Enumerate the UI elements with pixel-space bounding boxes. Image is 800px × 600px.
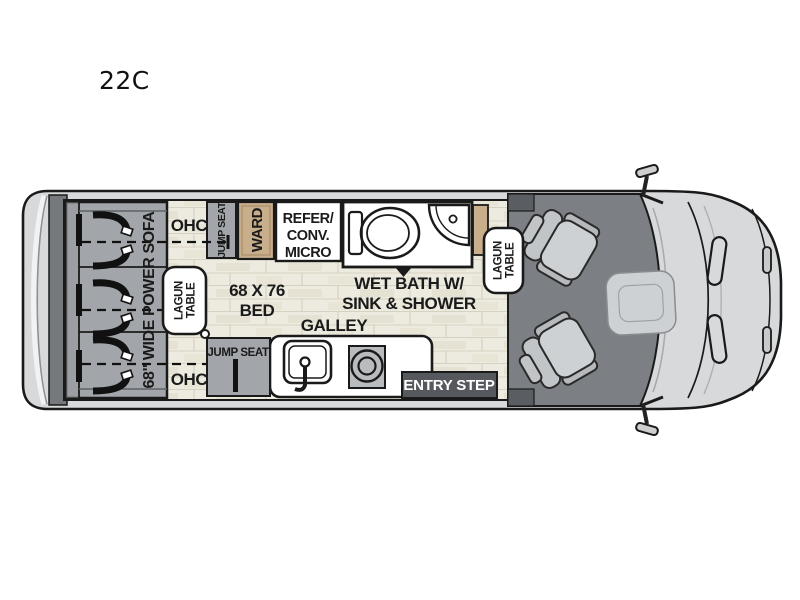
refer-label-line1: REFER/ bbox=[283, 211, 334, 227]
bumper-crease bbox=[751, 208, 771, 392]
toilet-icon bbox=[347, 206, 421, 260]
jump-seat-bottom-box bbox=[206, 337, 271, 397]
side-mirror-top bbox=[635, 163, 659, 197]
grille-slot-top bbox=[762, 246, 772, 274]
ohc-bottom-label: OHC bbox=[171, 370, 208, 389]
cab-corner-box-top bbox=[507, 193, 535, 212]
hood-crease-1 bbox=[687, 201, 710, 399]
wardrobe-box bbox=[236, 200, 276, 261]
wet-bath-label-line1: WET BATH W/ bbox=[354, 274, 464, 293]
refer-label-line3: MICRO bbox=[285, 245, 331, 261]
cab-seat-bottom bbox=[518, 311, 599, 389]
bed-label-line1: 68 X 76 bbox=[229, 281, 285, 300]
floorplan-model-title: 22C bbox=[99, 66, 150, 95]
seatbelt-icon-3 bbox=[92, 336, 134, 395]
bed-label-line2: BED bbox=[240, 301, 275, 320]
refer-label-line2: CONV. bbox=[287, 228, 330, 244]
rear-cap-line bbox=[36, 195, 48, 405]
wet-bath-label-line2: SINK & SHOWER bbox=[342, 294, 476, 313]
power-sofa bbox=[64, 200, 169, 400]
wardrobe-label: WARD bbox=[249, 207, 266, 252]
corner-shower-icon bbox=[427, 203, 471, 247]
belt-anchor-3 bbox=[76, 350, 82, 382]
galley-counter bbox=[268, 334, 434, 399]
lagun-left-label-line1: LAGUN bbox=[174, 281, 186, 320]
headlight-bottom bbox=[706, 314, 728, 364]
lagun-left-label-line2: TABLE bbox=[186, 282, 198, 318]
seatbelt-icon-1 bbox=[92, 211, 134, 270]
jump-seat-top-box bbox=[206, 201, 237, 259]
belt-anchor-2 bbox=[76, 284, 82, 316]
lagun-table-left bbox=[161, 265, 210, 339]
dash-console bbox=[605, 270, 677, 336]
lagun-right-label-line2: TABLE bbox=[505, 242, 517, 278]
seatbelt-icon-2 bbox=[92, 279, 134, 338]
ohc-top-label: OHC bbox=[171, 216, 208, 235]
galley-label: GALLEY bbox=[301, 316, 369, 335]
entry-step-label: ENTRY STEP bbox=[403, 377, 495, 394]
cab-corner-box-bottom bbox=[507, 388, 535, 407]
cab-seat-top bbox=[520, 209, 601, 287]
wet-bath bbox=[341, 200, 474, 277]
jump-seat-top-label: JUMP SEAT bbox=[216, 201, 228, 258]
cab-area bbox=[507, 163, 772, 437]
jump-seat-bottom-label: JUMP SEAT bbox=[207, 347, 269, 359]
refrigerator-microwave-box bbox=[274, 200, 343, 263]
lagun-right-label-line1: LAGUN bbox=[493, 241, 505, 280]
sofa-label: 68" WIDE POWER SOFA bbox=[141, 211, 158, 389]
cooktop-icon bbox=[348, 345, 386, 389]
hood-crease-2 bbox=[703, 205, 722, 395]
belt-anchor-1 bbox=[76, 214, 82, 246]
entry-step bbox=[401, 371, 498, 399]
lagun-table-right bbox=[482, 226, 525, 295]
headlight-top bbox=[706, 236, 728, 286]
sink-icon bbox=[282, 339, 333, 392]
grille-slot-bottom bbox=[762, 326, 772, 354]
bath-door-marker bbox=[395, 267, 412, 277]
rear-cap-curve bbox=[31, 195, 49, 405]
side-mirror-bottom bbox=[635, 403, 659, 437]
